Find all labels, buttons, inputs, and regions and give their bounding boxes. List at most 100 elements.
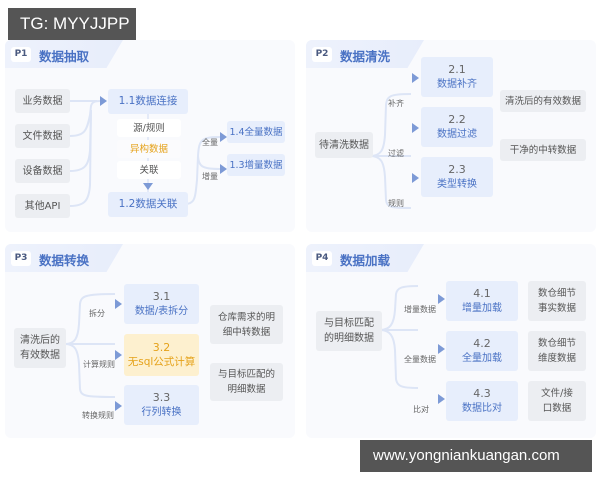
connector-lines	[64, 293, 116, 398]
step-box: 2.1 数据补齐	[421, 57, 493, 97]
output-line: 与目标匹配的	[217, 369, 275, 380]
connector-lines	[369, 93, 412, 209]
step-box: 3.1 数据/表拆分	[124, 284, 199, 324]
step-number: 3.1	[152, 290, 171, 303]
step-name: 数据/表拆分	[134, 306, 189, 317]
panel-title: 数据转换	[39, 253, 90, 268]
step-box: 3.3 行列转换	[124, 385, 199, 425]
panel-title: 数据清洗	[340, 49, 391, 64]
output-line: 明细数据	[227, 384, 266, 395]
source-box: 设备数据	[15, 159, 70, 183]
branch-label: 增量数据	[404, 305, 436, 314]
arrow-down-icon	[143, 183, 153, 190]
output-line: 数仓细节	[537, 288, 576, 299]
panel-data-extraction: P1 数据抽取 业务数据 文件数据 设备数据 其他API 1.1数据连接 源/规…	[5, 40, 295, 232]
step-number: 4.2	[473, 337, 491, 350]
output-box: 1.3增量数据	[227, 154, 285, 176]
panel-tag: P1	[11, 47, 31, 62]
output-box: 仓库需求的明 细中转数据	[210, 305, 283, 344]
arrow-right-icon	[115, 401, 122, 411]
step-box: 关联	[117, 161, 181, 179]
arrow-right-icon	[115, 350, 122, 360]
data-relate-box: 1.2数据关联	[108, 192, 188, 217]
panel-tag: P4	[312, 251, 332, 266]
step-name: 行列转换	[141, 407, 182, 418]
step-name: 全量加载	[462, 353, 502, 364]
step-number: 2.1	[448, 63, 466, 76]
output-line: 事实数据	[537, 303, 576, 314]
step-box: 4.2 全量加载	[446, 331, 518, 371]
step-number: 2.3	[448, 163, 466, 176]
step-number: 3.2	[152, 341, 171, 354]
output-line: 维度数据	[537, 353, 576, 364]
panel-tag: P3	[11, 251, 31, 266]
branch-label: 规则	[388, 199, 404, 208]
arrow-right-icon	[220, 164, 227, 174]
output-box: 干净的中转数据	[500, 139, 586, 161]
output-line: 数仓细节	[537, 338, 576, 349]
arrow-right-icon	[412, 173, 419, 183]
step-name: 增量加载	[462, 303, 502, 314]
branch-label: 增量	[202, 172, 218, 181]
source-box: 业务数据	[15, 89, 70, 113]
step-name: 无sql公式计算	[127, 356, 196, 368]
step-name: 数据比对	[462, 403, 502, 414]
arrow-right-icon	[100, 96, 107, 106]
output-line: 细中转数据	[222, 326, 271, 338]
arrow-right-icon	[115, 299, 122, 309]
output-box: 文件/接 口数据	[528, 381, 586, 421]
step-name: 数据补齐	[437, 79, 477, 90]
watermark-top: TG: MYYJJPP	[8, 8, 136, 40]
arrow-right-icon	[412, 73, 419, 83]
output-box: 数仓细节 事实数据	[528, 281, 586, 321]
branch-label: 拆分	[89, 309, 105, 318]
arrow-right-icon	[438, 394, 445, 404]
arrow-right-icon	[412, 123, 419, 133]
step-name: 数据过滤	[437, 129, 477, 140]
source-box: 其他API	[15, 194, 70, 218]
branch-label: 补齐	[388, 99, 404, 108]
step-box: 2.2 数据过滤	[421, 107, 493, 147]
data-connect-box: 1.1数据连接	[108, 89, 188, 114]
step-box: 4.1 增量加载	[446, 281, 518, 321]
panel-data-loading: P4 数据加载 与目标匹配 的明细数据 增量数据 全量数据 比对 4.1 增量加…	[306, 244, 596, 438]
panel-data-transform: P3 数据转换 清洗后的 有效数据 拆分 计算规则 转换规则 3.1 数据/表拆…	[5, 244, 295, 438]
branch-label: 转换规则	[82, 411, 114, 420]
watermark-bottom: www.yongniankuangan.com	[360, 440, 592, 472]
panel-title: 数据加载	[340, 253, 391, 268]
input-line: 与目标匹配	[324, 318, 374, 329]
source-box: 文件数据	[15, 124, 70, 148]
output-box: 与目标匹配的 明细数据	[210, 363, 283, 401]
step-box: 4.3 数据比对	[446, 381, 518, 421]
connector-lines	[379, 285, 419, 389]
input-box: 待清洗数据	[315, 132, 373, 158]
output-line: 口数据	[542, 403, 572, 414]
step-box-highlight: 异构数据	[117, 140, 181, 158]
branch-label: 全量数据	[404, 355, 436, 364]
input-box: 与目标匹配 的明细数据	[316, 311, 382, 351]
step-number: 4.3	[473, 387, 491, 400]
input-box: 清洗后的 有效数据	[14, 328, 66, 368]
branch-label: 比对	[413, 405, 429, 414]
branch-label: 计算规则	[83, 360, 115, 369]
arrow-right-icon	[438, 294, 445, 304]
panel-data-cleaning: P2 数据清洗 待清洗数据 补齐 过滤 规则 2.1 数据补齐 2.2 数据过滤…	[306, 40, 596, 232]
input-line: 的明细数据	[324, 333, 374, 344]
step-box: 2.3 类型转换	[421, 157, 493, 197]
step-box: 源/规则	[117, 119, 181, 137]
branch-label: 全量	[202, 138, 218, 147]
output-box: 数仓细节 维度数据	[528, 331, 586, 371]
branch-label: 过滤	[388, 149, 404, 158]
step-number: 2.2	[448, 113, 466, 126]
output-line: 仓库需求的明	[217, 311, 275, 323]
output-box: 1.4全量数据	[227, 121, 285, 143]
input-line: 清洗后的	[20, 335, 60, 346]
step-name: 类型转换	[437, 179, 477, 190]
panel-title: 数据抽取	[39, 49, 90, 64]
arrow-right-icon	[220, 132, 227, 142]
step-number: 4.1	[473, 287, 491, 300]
output-box: 清洗后的有效数据	[500, 90, 586, 112]
arrow-right-icon	[438, 344, 445, 354]
step-number: 3.3	[152, 391, 171, 404]
output-line: 文件/接	[541, 388, 573, 399]
